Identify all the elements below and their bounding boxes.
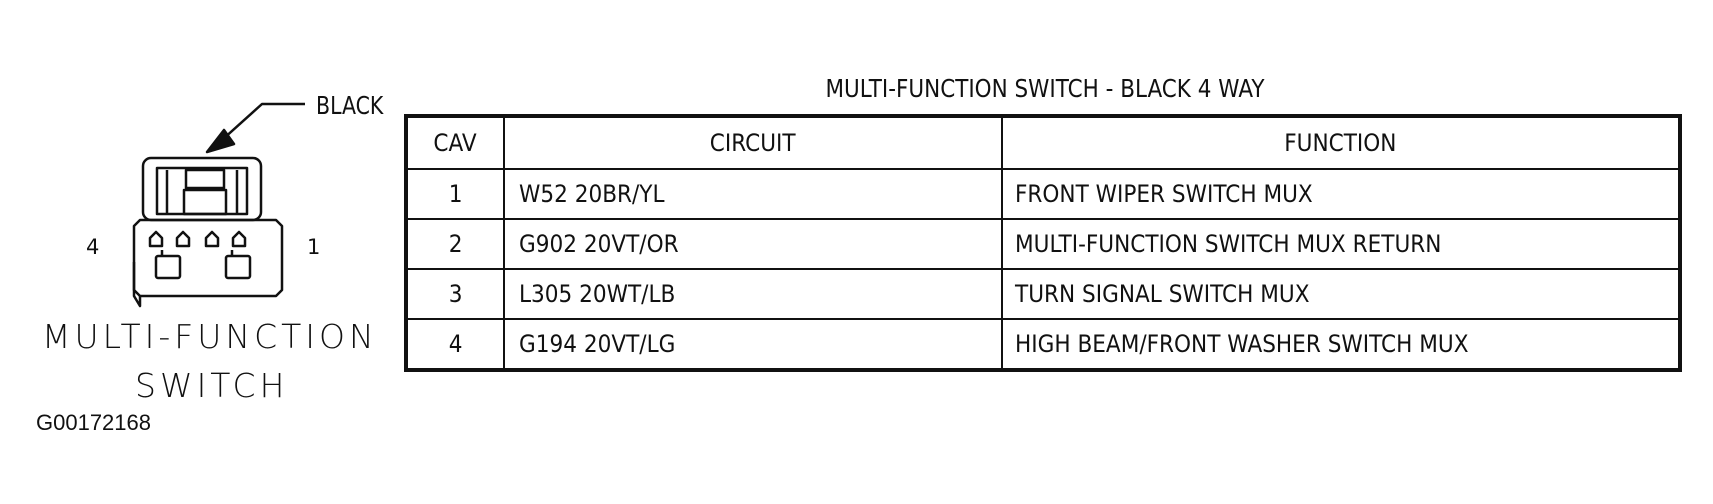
header-function: FUNCTION <box>1001 115 1681 170</box>
connector-color-label: BLACK <box>316 91 384 120</box>
cell-circuit: G902 20VT/OR <box>503 218 1003 270</box>
cell-function: FRONT WIPER SWITCH MUX <box>1001 168 1681 220</box>
figure-code: G00172168 <box>36 410 151 435</box>
cell-cav: 3 <box>405 268 505 320</box>
cell-circuit: G194 20VT/LG <box>503 318 1003 371</box>
table-row: 4 G194 20VT/LG HIGH BEAM/FRONT WASHER SW… <box>405 318 1681 371</box>
cell-cav: 4 <box>405 318 505 371</box>
connector-diagram <box>132 102 305 308</box>
cell-function: MULTI-FUNCTION SWITCH MUX RETURN <box>1001 218 1681 270</box>
component-name-line1: MULTI-FUNCTION <box>42 317 378 356</box>
header-circuit: CIRCUIT <box>503 115 1003 170</box>
table-row: 3 L305 20WT/LB TURN SIGNAL SWITCH MUX <box>405 268 1681 320</box>
pin-number-left: 4 <box>86 235 100 259</box>
pin-number-right: 1 <box>307 235 321 259</box>
leader-line <box>221 102 305 141</box>
component-name-line2: SWITCH <box>135 366 289 405</box>
pinout-table: CAV CIRCUIT FUNCTION 1 W52 20BR/YL FRONT… <box>404 114 1682 372</box>
table-row: 1 W52 20BR/YL FRONT WIPER SWITCH MUX <box>405 168 1681 220</box>
table-title: MULTI-FUNCTION SWITCH - BLACK 4 WAY <box>825 74 1265 103</box>
table-header-row: CAV CIRCUIT FUNCTION <box>405 115 1681 170</box>
cell-circuit: W52 20BR/YL <box>503 168 1003 220</box>
leader-arrowhead <box>205 128 236 154</box>
header-cav: CAV <box>405 115 505 170</box>
terminal-cavities <box>148 230 247 248</box>
cell-function: HIGH BEAM/FRONT WASHER SWITCH MUX <box>1001 318 1681 371</box>
table-row: 2 G902 20VT/OR MULTI-FUNCTION SWITCH MUX… <box>405 218 1681 270</box>
cell-circuit: L305 20WT/LB <box>503 268 1003 320</box>
cell-cav: 1 <box>405 168 505 220</box>
connector-body <box>132 218 284 298</box>
cell-function: TURN SIGNAL SWITCH MUX <box>1001 268 1681 320</box>
cell-cav: 2 <box>405 218 505 270</box>
